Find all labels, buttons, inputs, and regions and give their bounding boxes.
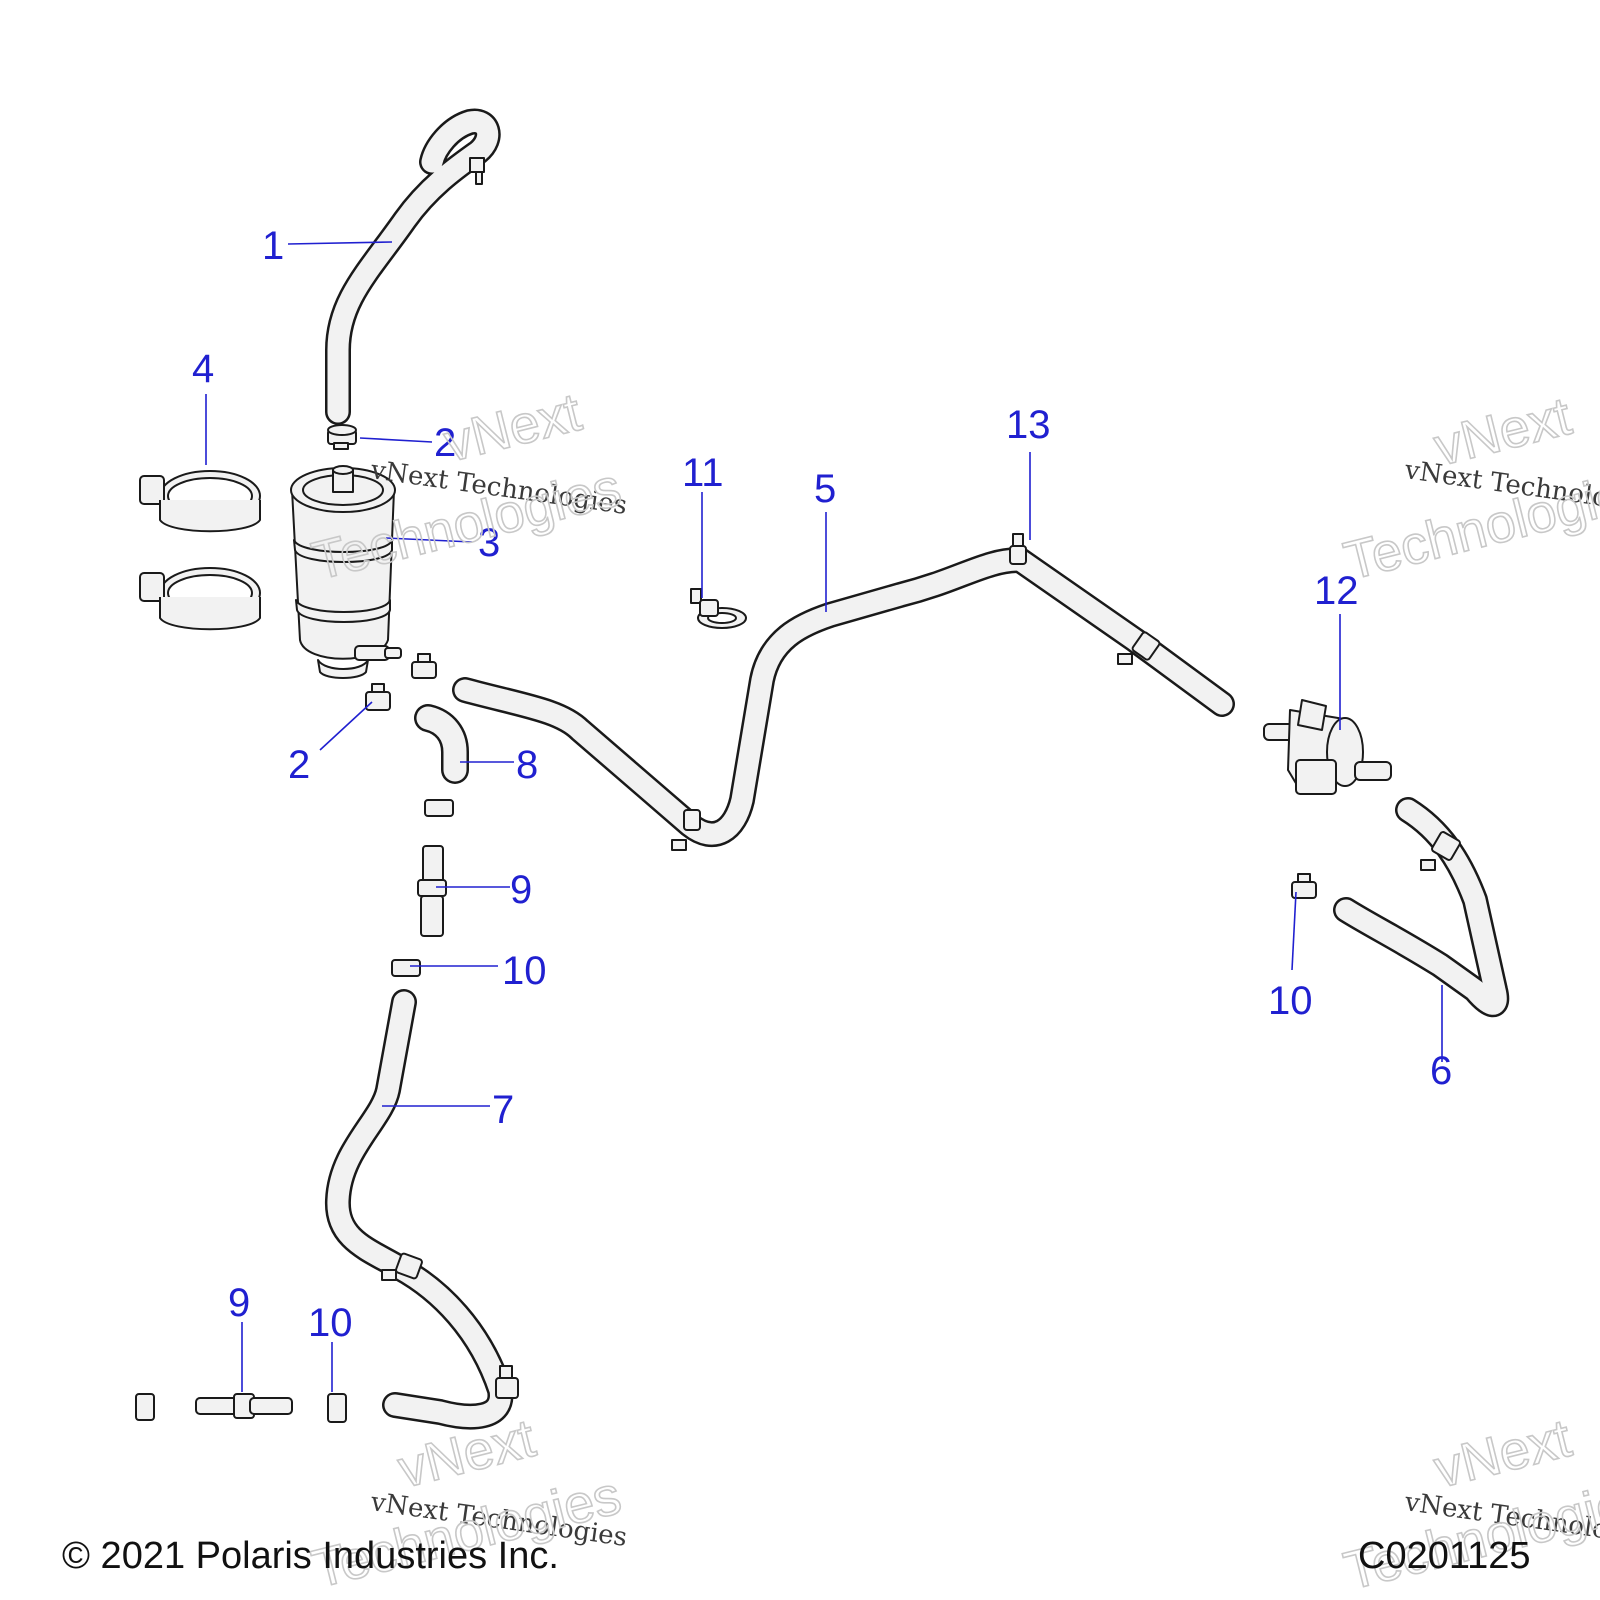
callout-8: 8 <box>516 743 538 787</box>
callout-9-bottom: 9 <box>228 1281 250 1325</box>
diagram-code: C0201125 <box>1358 1535 1531 1577</box>
part-8-elbow[interactable] <box>414 704 469 784</box>
callout-13: 13 <box>1006 403 1051 447</box>
callout-10-bottom: 10 <box>308 1301 353 1345</box>
clamp-canister-outlet[interactable] <box>411 653 437 679</box>
callout-3: 3 <box>478 521 500 565</box>
part-12-purge-valve[interactable] <box>1263 699 1392 795</box>
watermark-text: vNext <box>1428 386 1576 478</box>
part-1-vent-hose[interactable] <box>325 108 501 425</box>
callout-2-bottom: 2 <box>288 743 310 787</box>
callout-4: 4 <box>192 347 214 391</box>
clamp-above-connector[interactable] <box>424 799 454 817</box>
leader-lines <box>205 241 1443 1392</box>
callout-labels: 1 2 2 3 4 5 6 7 8 9 9 10 10 10 11 12 13 <box>192 224 1452 1345</box>
part-10-clamp-bottom[interactable] <box>327 1393 347 1423</box>
part-9-connector-bottom[interactable] <box>195 1393 293 1419</box>
callout-10-center: 10 <box>502 949 547 993</box>
part-7-hose[interactable] <box>325 989 519 1430</box>
watermark-text: vNext <box>1428 1408 1576 1500</box>
watermark-top-right: vNext Technologies vNext Technologies <box>1338 385 1600 592</box>
watermark-text: Technologies <box>306 1465 626 1599</box>
part-10-clamp-right[interactable] <box>1291 873 1317 899</box>
part-5-long-vent-hose[interactable] <box>452 533 1235 851</box>
watermark-text: vNext <box>438 382 586 474</box>
callout-6: 6 <box>1430 1049 1452 1093</box>
callout-9-center: 9 <box>510 868 532 912</box>
part-6-hose[interactable] <box>1333 797 1510 1017</box>
callout-11: 11 <box>682 451 724 495</box>
part-2-clamp-top[interactable] <box>327 424 357 450</box>
callout-1: 1 <box>262 224 284 268</box>
callout-7: 7 <box>492 1088 514 1132</box>
callout-2-top: 2 <box>434 421 456 465</box>
callout-12: 12 <box>1314 569 1359 613</box>
callout-5: 5 <box>814 467 836 511</box>
callout-10-right: 10 <box>1268 979 1313 1023</box>
part-3-evap-canister[interactable] <box>290 465 402 679</box>
part-2-clamp-bottom[interactable] <box>365 683 391 711</box>
part-4-mounting-straps[interactable] <box>139 470 261 631</box>
part-11-hose-clamp[interactable] <box>690 588 747 629</box>
part-10-clamp-center[interactable] <box>391 959 421 977</box>
copyright-notice: © 2021 Polaris Industries Inc. <box>62 1535 559 1577</box>
clamp-bottom-left[interactable] <box>135 1393 155 1421</box>
part-9-connector-center[interactable] <box>417 845 447 937</box>
